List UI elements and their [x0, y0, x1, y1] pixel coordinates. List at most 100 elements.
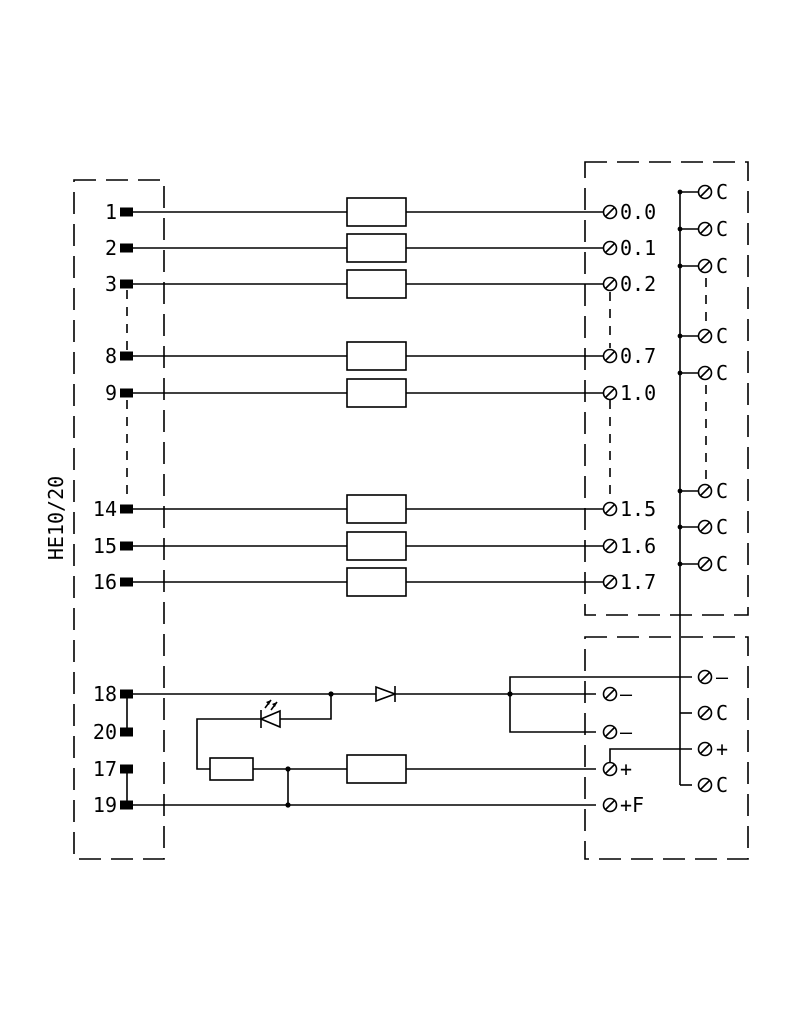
pin-number: 9	[105, 381, 117, 405]
output-label: 1.7	[620, 570, 656, 594]
fuse-symbol	[346, 233, 407, 263]
common-terminal[interactable]	[697, 258, 713, 274]
common-terminal-row: C	[677, 217, 728, 241]
common-terminal-row: C	[677, 479, 728, 503]
connector-pin	[120, 727, 133, 737]
power-common-terminal[interactable]	[697, 777, 713, 793]
resistor-symbol	[209, 757, 254, 781]
power-common-terminal[interactable]	[697, 669, 713, 685]
power-fuse-symbol	[346, 754, 407, 784]
common-label: C	[716, 361, 728, 385]
output-label: 1.0	[620, 381, 656, 405]
output-terminal[interactable]	[602, 574, 618, 590]
fuse-symbol	[346, 378, 407, 408]
fuse-symbol	[346, 341, 407, 371]
common-label: C	[716, 254, 728, 278]
connector-pin	[120, 243, 133, 253]
connector-pin	[120, 279, 133, 289]
common-label: C	[716, 217, 728, 241]
output-terminal[interactable]	[602, 385, 618, 401]
connector-pin	[120, 689, 133, 699]
common-label: C	[716, 552, 728, 576]
led-symbol	[258, 699, 281, 729]
common-terminal[interactable]	[697, 221, 713, 237]
common-terminal[interactable]	[697, 328, 713, 344]
output-label: 0.7	[620, 344, 656, 368]
common-terminal[interactable]	[697, 365, 713, 381]
common-terminal[interactable]	[697, 483, 713, 499]
output-terminal[interactable]	[602, 204, 618, 220]
common-terminal-row: C	[677, 324, 728, 348]
power-common-terminal[interactable]	[697, 741, 713, 757]
common-label: C	[716, 515, 728, 539]
connector-pin	[120, 541, 133, 551]
pin-number: 19	[93, 793, 117, 817]
connector-pin	[120, 504, 133, 514]
fuse-symbol	[346, 531, 407, 561]
common-bus	[679, 192, 707, 785]
power-section	[126, 676, 692, 808]
pin-number: 17	[93, 757, 117, 781]
output-terminal[interactable]	[602, 501, 618, 517]
common-terminal[interactable]	[697, 184, 713, 200]
power-terminal[interactable]	[602, 686, 618, 702]
connector-enclosure	[73, 179, 165, 860]
common-terminal-row: C	[677, 552, 728, 576]
fuse-symbol	[346, 494, 407, 524]
common-terminal[interactable]	[697, 556, 713, 572]
power-label: +F	[620, 793, 644, 817]
connector-pin	[120, 207, 133, 217]
connector-label: HE10/20	[44, 476, 68, 560]
output-label: 1.6	[620, 534, 656, 558]
power-terminal[interactable]	[602, 797, 618, 813]
diode-symbol	[375, 685, 398, 703]
power-terminals: ––++F–C+C	[602, 665, 729, 817]
pin-number: 3	[105, 272, 117, 296]
connector-pin	[120, 351, 133, 361]
junction-dot	[285, 802, 291, 808]
output-terminal[interactable]	[602, 348, 618, 364]
common-label: C	[716, 479, 728, 503]
pin-number: 14	[93, 497, 117, 521]
output-terminal-enclosure	[584, 161, 749, 616]
power-terminal-enclosure	[584, 636, 749, 860]
common-terminal-row: C	[677, 361, 728, 385]
output-terminal[interactable]	[602, 538, 618, 554]
output-terminal[interactable]	[602, 276, 618, 292]
connector-pin	[120, 577, 133, 587]
fuse-symbol	[346, 269, 407, 299]
output-label: 0.1	[620, 236, 656, 260]
pin-number: 8	[105, 344, 117, 368]
common-terminal-row: C	[677, 515, 728, 539]
connector-pin	[120, 800, 133, 810]
pin-number: 16	[93, 570, 117, 594]
power-common-label: C	[716, 773, 728, 797]
power-terminal[interactable]	[602, 761, 618, 777]
pin-number: 1	[105, 200, 117, 224]
fuse-symbol	[346, 197, 407, 227]
output-label: 0.2	[620, 272, 656, 296]
pin-number: 18	[93, 682, 117, 706]
common-label: C	[716, 324, 728, 348]
output-label: 1.5	[620, 497, 656, 521]
power-common-terminal[interactable]	[697, 705, 713, 721]
output-label: 0.0	[620, 200, 656, 224]
common-terminal[interactable]	[697, 519, 713, 535]
output-terminal[interactable]	[602, 240, 618, 256]
pin-number: 2	[105, 236, 117, 260]
power-common-label: +	[716, 737, 728, 761]
power-terminal[interactable]	[602, 724, 618, 740]
power-label: –	[620, 682, 633, 706]
connector-pin	[120, 388, 133, 398]
